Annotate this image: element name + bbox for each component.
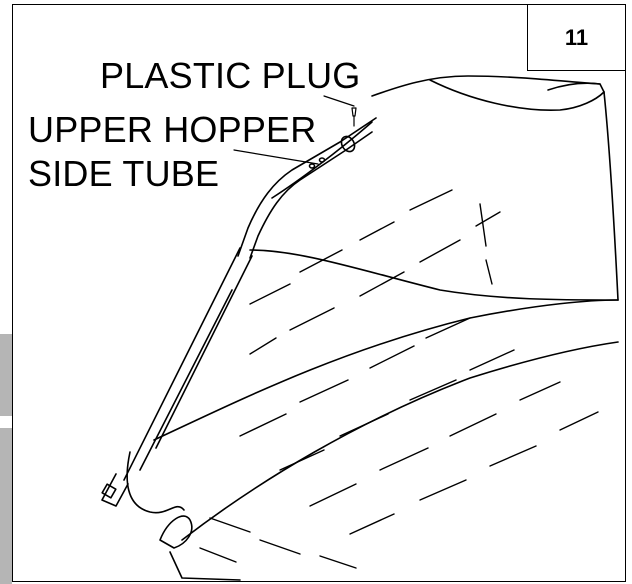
hopper-right-edge (603, 91, 619, 301)
rail-bracket (101, 483, 117, 499)
base-frame (169, 551, 241, 581)
hopper-rim-inner (429, 79, 605, 112)
lower-rail-end (101, 473, 129, 507)
leader-plastic-plug (323, 95, 355, 107)
hopper-handle-bar (547, 82, 605, 93)
lower-rail-right (155, 255, 253, 449)
side-tube-top (237, 117, 377, 257)
cable (126, 451, 185, 514)
side-tab-upper (0, 334, 12, 416)
fabric-dashes (199, 189, 599, 569)
tube-hole-1 (318, 157, 326, 163)
diagram-frame (12, 4, 626, 582)
label-plastic-plug: PLASTIC PLUG (100, 55, 361, 96)
side-tab-lower (0, 428, 12, 584)
label-upper-hopper-line1: UPPER HOPPER (28, 109, 317, 150)
tube-hole-2 (308, 163, 316, 169)
bag-bottom-curve (153, 299, 619, 441)
base-bracket (159, 515, 193, 549)
lower-rail-left (123, 247, 241, 481)
bag-fold-curve (271, 121, 373, 199)
step-number-box: 11 (527, 4, 626, 71)
step-number: 11 (564, 24, 589, 50)
side-tube-bottom (249, 131, 373, 259)
plastic-plug (351, 107, 357, 117)
bag-fold-curve-lower (249, 249, 619, 301)
base-frame-inner (181, 341, 619, 541)
lower-rail-inner (139, 289, 233, 471)
leader-side-tube (233, 149, 319, 165)
hopper-rim (371, 75, 601, 97)
tube-open-end (340, 135, 356, 153)
label-upper-hopper-line2: SIDE TUBE (28, 153, 220, 194)
